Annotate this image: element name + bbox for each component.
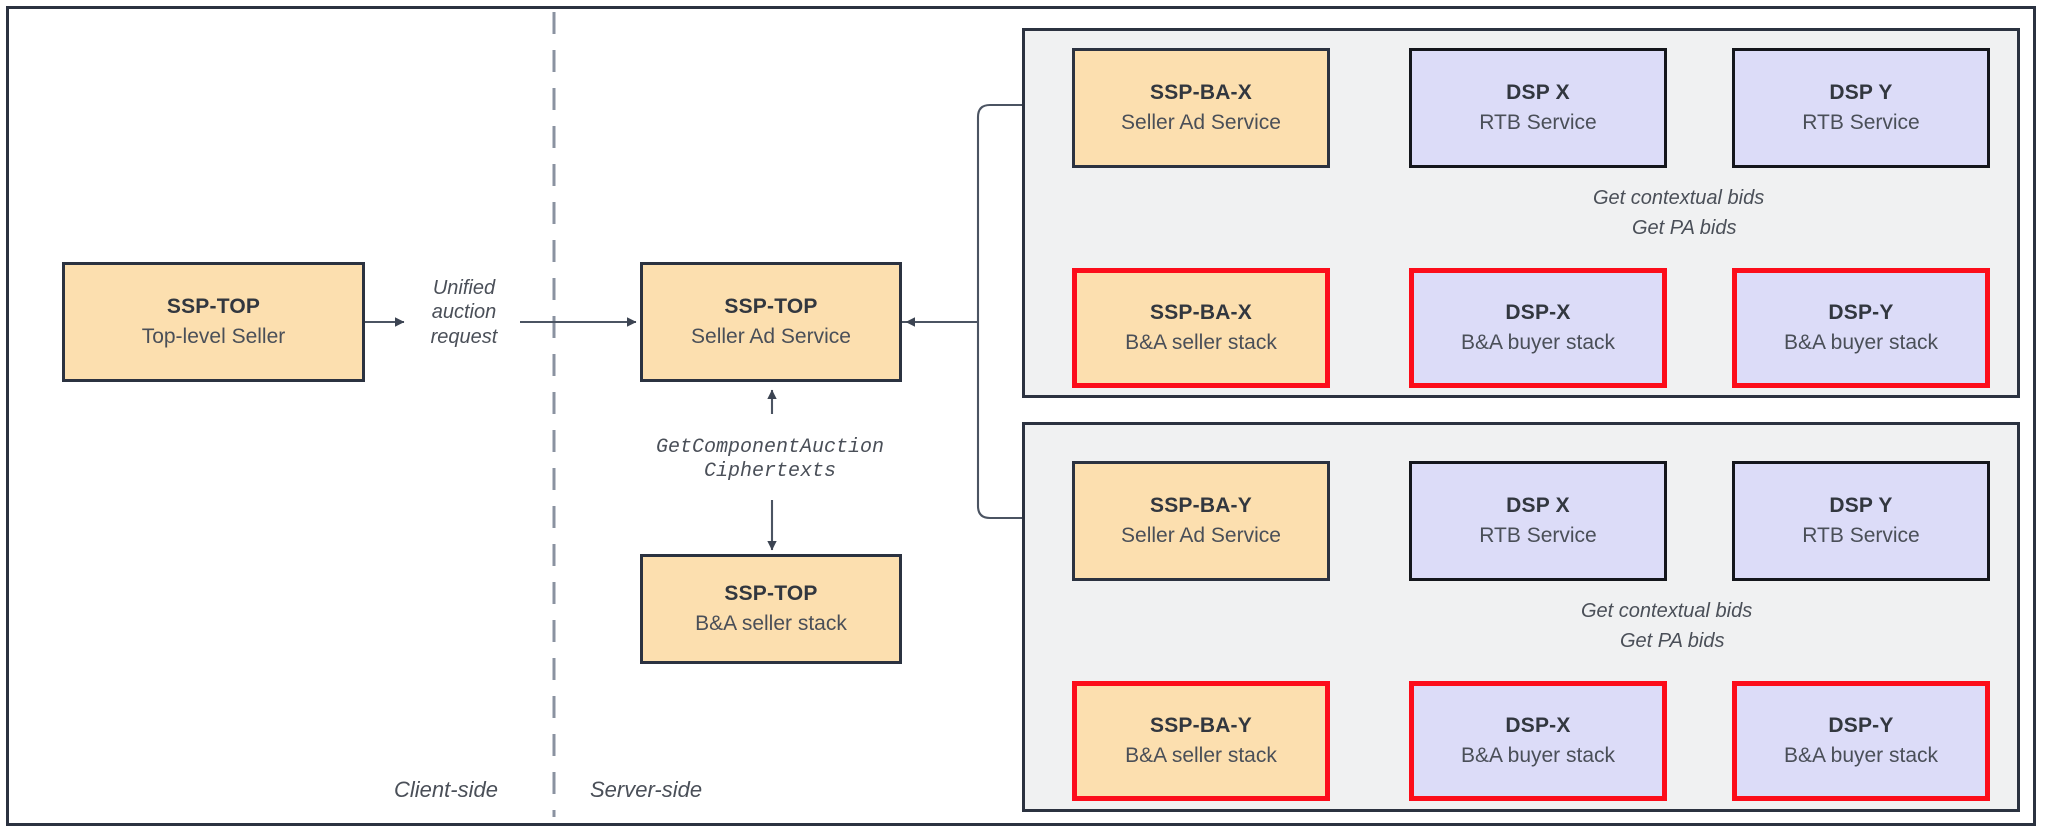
node-title: SSP-TOP (166, 294, 261, 318)
edge-label-get-component-auction-ciphertexts: GetComponentAuction Ciphertexts (610, 436, 930, 485)
node-dsp-x-rtb-service-top[interactable]: DSP X RTB Service (1409, 48, 1667, 168)
node-subtitle: B&A seller stack (1125, 743, 1277, 767)
node-title: DSP-Y (1828, 300, 1894, 324)
node-title: SSP-BA-Y (1150, 493, 1252, 517)
node-subtitle: Seller Ad Service (1121, 523, 1281, 547)
node-title: SSP-BA-X (1150, 80, 1252, 104)
node-dsp-y-rtb-service-bottom[interactable]: DSP Y RTB Service (1732, 461, 1990, 581)
node-ssp-top-seller-ad-service[interactable]: SSP-TOP Seller Ad Service (640, 262, 902, 382)
node-dsp-x-rtb-service-bottom[interactable]: DSP X RTB Service (1409, 461, 1667, 581)
node-ssp-ba-x-ba-seller-stack[interactable]: SSP-BA-X B&A seller stack (1072, 268, 1330, 388)
node-title: DSP X (1506, 80, 1570, 104)
node-title: DSP Y (1829, 80, 1893, 104)
node-title: DSP Y (1829, 493, 1893, 517)
node-ssp-ba-y-ba-seller-stack[interactable]: SSP-BA-Y B&A seller stack (1072, 681, 1330, 801)
node-subtitle: RTB Service (1479, 110, 1597, 134)
node-ssp-ba-y-seller-ad-service[interactable]: SSP-BA-Y Seller Ad Service (1072, 461, 1330, 581)
label-server-side: Server-side (590, 777, 703, 802)
node-subtitle: B&A seller stack (695, 611, 847, 635)
node-subtitle: B&A seller stack (1125, 330, 1277, 354)
node-title: SSP-BA-X (1150, 300, 1252, 324)
node-ssp-ba-x-seller-ad-service[interactable]: SSP-BA-X Seller Ad Service (1072, 48, 1330, 168)
node-title: SSP-TOP (724, 581, 818, 605)
edge-label-get-pa-bids-bottom: Get PA bids (1620, 629, 1725, 654)
node-title: DSP-Y (1828, 713, 1894, 737)
node-title: DSP-X (1505, 300, 1571, 324)
node-subtitle: Top-level Seller (141, 324, 286, 348)
edge-label-unified-auction-request: Unified auction request (408, 276, 520, 350)
node-ssp-top-ba-seller-stack[interactable]: SSP-TOP B&A seller stack (640, 554, 902, 664)
node-subtitle: RTB Service (1479, 523, 1597, 547)
node-title: SSP-BA-Y (1150, 713, 1252, 737)
edge-label-get-contextual-bids-bottom: Get contextual bids (1581, 599, 1753, 624)
node-subtitle: B&A buyer stack (1783, 330, 1939, 354)
node-subtitle: RTB Service (1802, 110, 1920, 134)
node-subtitle: B&A buyer stack (1460, 743, 1616, 767)
node-title: DSP X (1506, 493, 1570, 517)
node-dsp-y-rtb-service-top[interactable]: DSP Y RTB Service (1732, 48, 1990, 168)
node-dsp-y-ba-buyer-stack-top[interactable]: DSP-Y B&A buyer stack (1732, 268, 1990, 388)
edge-label-get-pa-bids-top: Get PA bids (1632, 216, 1737, 241)
node-subtitle: B&A buyer stack (1460, 330, 1616, 354)
node-subtitle: B&A buyer stack (1783, 743, 1939, 767)
node-subtitle: Seller Ad Service (691, 324, 851, 348)
node-dsp-x-ba-buyer-stack-top[interactable]: DSP-X B&A buyer stack (1409, 268, 1667, 388)
edge-label-get-contextual-bids-top: Get contextual bids (1593, 186, 1765, 211)
node-title: DSP-X (1505, 713, 1571, 737)
node-subtitle: Seller Ad Service (1121, 110, 1281, 134)
label-client-side: Client-side (394, 777, 498, 802)
node-subtitle: RTB Service (1802, 523, 1920, 547)
node-ssp-top-top-level-seller[interactable]: SSP-TOP Top-level Seller (62, 262, 365, 382)
node-dsp-x-ba-buyer-stack-bottom[interactable]: DSP-X B&A buyer stack (1409, 681, 1667, 801)
node-dsp-y-ba-buyer-stack-bottom[interactable]: DSP-Y B&A buyer stack (1732, 681, 1990, 801)
node-title: SSP-TOP (724, 294, 818, 318)
